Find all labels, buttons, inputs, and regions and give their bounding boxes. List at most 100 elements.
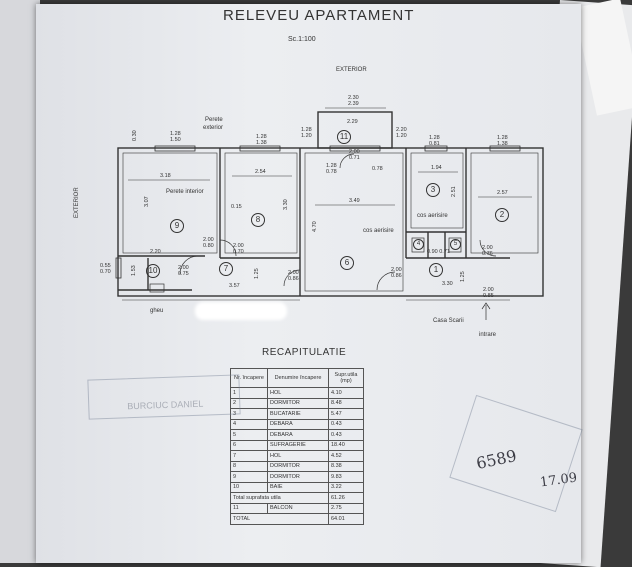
stamp-name: BURCIUC DANIEL xyxy=(127,398,204,412)
dim-room3-height: 2.51 xyxy=(451,186,457,197)
cell-nr: 6 xyxy=(230,439,268,451)
header-area: Supr.utila (mp) xyxy=(328,368,364,388)
left-stamp: BURCIUC DANIEL xyxy=(87,374,241,420)
cos-aerisire-label-1: cos aerisire xyxy=(363,228,394,234)
dim-room10-width: 2.20 xyxy=(150,249,161,255)
cell-name: BALCON xyxy=(267,502,329,514)
cell-name: DEBARA xyxy=(267,429,329,441)
dim-room6-height: 4.70 xyxy=(312,221,318,232)
redacted-area xyxy=(195,302,287,320)
cell-name: BAIE xyxy=(267,481,329,493)
room-number-5: 5 xyxy=(450,239,461,250)
cell-area: 4.10 xyxy=(328,387,364,399)
recap-table: Nr. încapere Denumire încapere Supr.util… xyxy=(230,368,364,525)
room-number-3: 3 xyxy=(426,183,440,197)
room-number-1: 1 xyxy=(429,263,443,277)
cell-area: 18.40 xyxy=(328,439,364,451)
total-useful-label: Total suprafata utila xyxy=(230,492,329,504)
perete-interior-label: Perete interior xyxy=(166,189,204,195)
document-title: RELEVEU APARTAMENT xyxy=(223,7,415,24)
cell-nr: 11 xyxy=(230,502,268,514)
cell-area: 2.75 xyxy=(328,502,364,514)
balcony-outline xyxy=(317,111,393,149)
room-number-10: 10 xyxy=(146,264,160,278)
dim-wall-015: 0.15 xyxy=(231,204,242,210)
recap-header-row: Nr. încapere Denumire încapere Supr.util… xyxy=(230,368,364,388)
cell-nr: 4 xyxy=(230,418,268,430)
cos-aerisire-label-2: cos aerisire xyxy=(417,213,448,219)
casa-scarii-label: Casa Scarii xyxy=(433,318,464,324)
cell-nr: 5 xyxy=(230,429,268,441)
room-number-8: 8 xyxy=(251,213,265,227)
cell-area: 0.43 xyxy=(328,429,364,441)
dim-hall1-125: 1.25 xyxy=(460,271,466,282)
cell-name: DEBARA xyxy=(267,418,329,430)
cell-area: 8.48 xyxy=(328,397,364,409)
dim-wall-thickness: 0.30 xyxy=(132,130,138,141)
total-useful-value: 61.26 xyxy=(328,492,364,504)
cell-nr: 9 xyxy=(230,471,268,483)
room-number-7: 7 xyxy=(219,262,233,276)
recap-title: RECAPITULATIE xyxy=(262,347,347,358)
room-number-4: 4 xyxy=(413,239,424,250)
cell-area: 4.52 xyxy=(328,450,364,462)
perete-exterior-label: Perete xyxy=(205,117,223,123)
dim-room8-height: 3.30 xyxy=(283,199,289,210)
exterior-left-label: EXTERIOR xyxy=(74,187,80,218)
dim-hall7-125: 1.25 xyxy=(254,268,260,279)
cell-name: DORMITOR xyxy=(267,471,329,483)
dim-room9-width: 3.18 xyxy=(160,173,171,179)
cell-nr: 10 xyxy=(230,481,268,493)
cell-name: DORMITOR xyxy=(267,397,329,409)
cell-name: HOL xyxy=(267,387,329,399)
dim-room9-height: 3.07 xyxy=(144,196,150,207)
dim-debara-width: 0.90 0.71 xyxy=(427,249,450,255)
dim-hall1-width: 3.30 xyxy=(442,281,453,287)
dim-room3-width: 1.94 xyxy=(431,165,442,171)
cell-area: 8.38 xyxy=(328,460,364,472)
header-nr: Nr. încapere xyxy=(230,368,268,388)
room-number-11: 11 xyxy=(337,130,351,144)
dim-room8-width: 2.54 xyxy=(255,169,266,175)
cell-name: HOL xyxy=(267,450,329,462)
dim-room10-height: 1.53 xyxy=(131,265,137,276)
cell-name: SUFRAGERIE xyxy=(267,439,329,451)
intrare-label: intrare xyxy=(479,332,497,338)
cell-nr: 8 xyxy=(230,460,268,472)
cell-area: 5.47 xyxy=(328,408,364,420)
exterior-top-label: EXTERIOR xyxy=(336,67,367,73)
total-label: TOTAL xyxy=(230,513,329,525)
scale-label: Sc.1:100 xyxy=(288,36,316,43)
background-sheet-left xyxy=(0,0,40,563)
cell-area: 3.22 xyxy=(328,481,364,493)
room-number-2: 2 xyxy=(495,208,509,222)
header-name: Denumire încapere xyxy=(267,368,329,388)
